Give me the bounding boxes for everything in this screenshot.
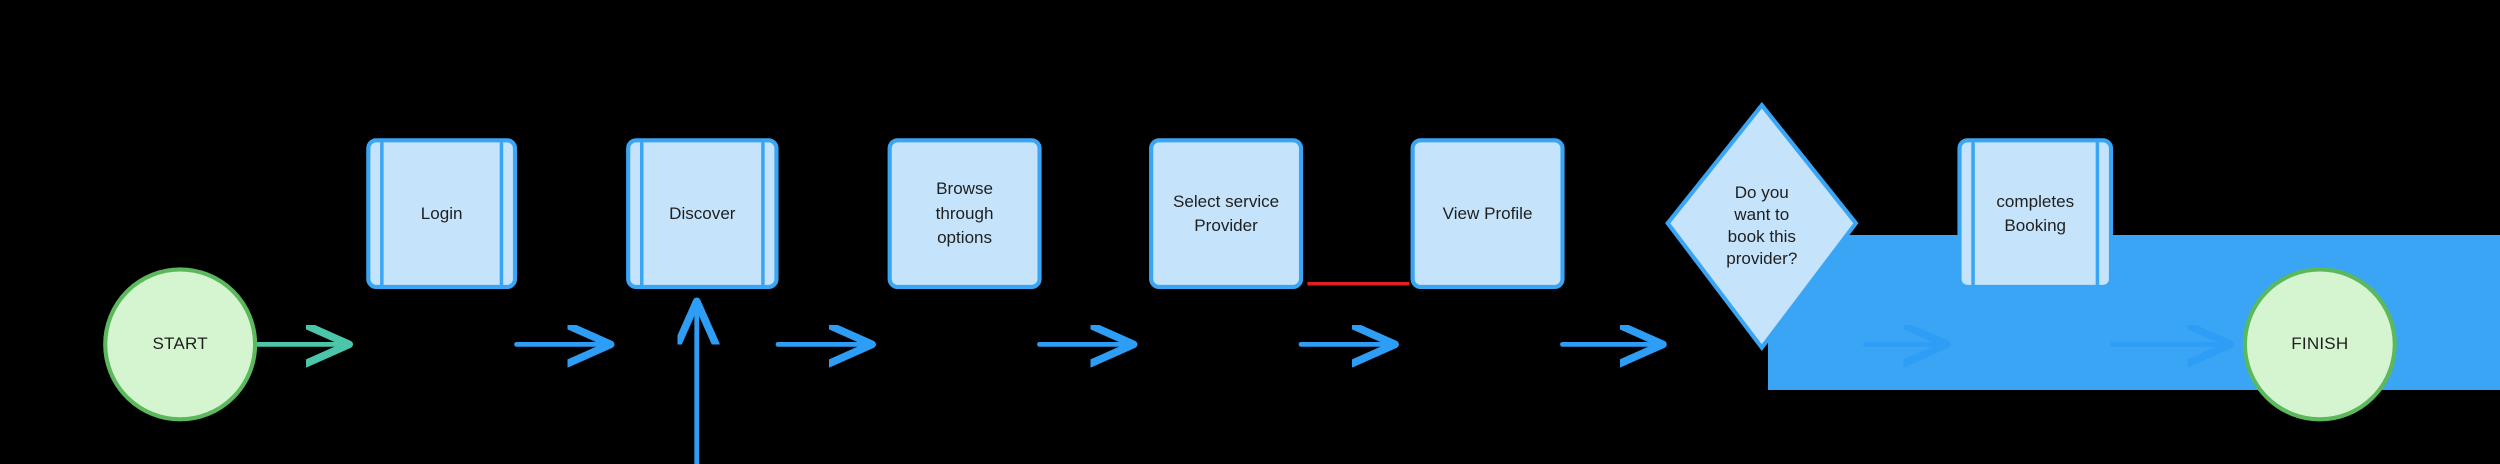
node-start[interactable] [103, 267, 258, 422]
edge-decision-to-discover-loop [697, 306, 2500, 464]
node-discover[interactable] [626, 138, 779, 290]
node-browse-options[interactable] [887, 138, 1042, 290]
node-select-service-provider[interactable] [1149, 138, 1304, 290]
node-view-profile[interactable] [1410, 138, 1565, 290]
node-finish[interactable] [2242, 267, 2397, 422]
node-completes-booking[interactable] [1957, 138, 2114, 290]
node-login[interactable] [366, 138, 518, 290]
node-decision-book-provider[interactable] [1665, 101, 1859, 352]
